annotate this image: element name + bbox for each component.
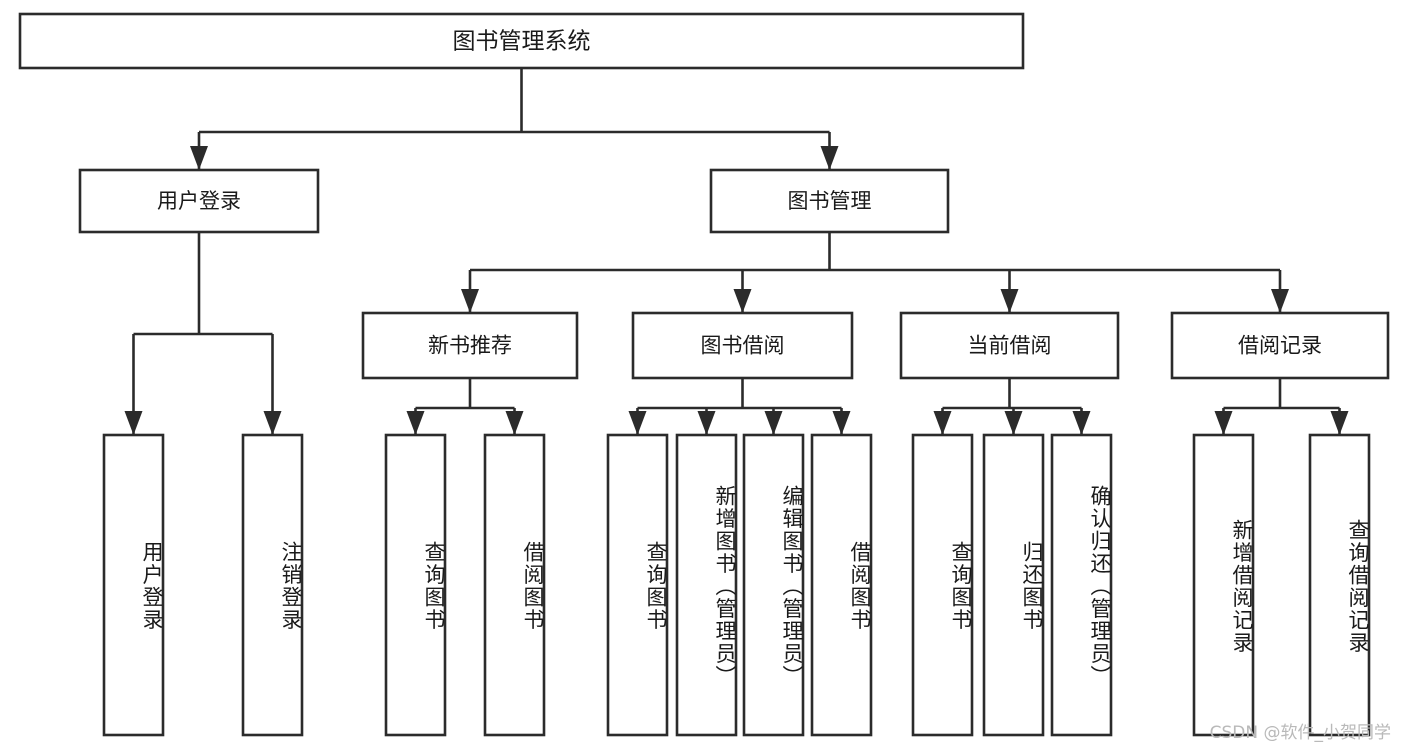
node-box-book-manage[interactable] [709,168,950,234]
arrow-head-icon [733,289,752,313]
node-box-leaf-user-login[interactable] [102,433,165,737]
arrow-head-icon [406,411,425,435]
node-label-borrow-record: 借阅记录 [1238,334,1322,358]
node-label-current-borrow: 当前借阅 [968,334,1052,358]
node-box-leaf-add-book[interactable] [675,433,738,737]
node-box-leaf-query-book-1[interactable] [384,433,447,737]
node-box-current-borrow[interactable] [899,311,1120,380]
node-box-leaf-borrow-book-2[interactable] [810,433,873,737]
node-box-leaf-return-book[interactable] [982,433,1045,737]
arrow-head-icon [190,146,208,170]
node-label-book-manage: 图书管理 [788,189,872,213]
node-label-new-book-recommend: 新书推荐 [428,334,512,358]
arrow-head-icon [1004,411,1023,435]
node-label-book-borrow: 图书借阅 [701,334,785,358]
arrow-head-icon [933,411,952,435]
connector-layer [124,68,1349,435]
arrow-head-icon [1330,411,1349,435]
arrow-head-icon [461,289,479,313]
node-box-leaf-logout[interactable] [241,433,304,737]
arrow-head-icon [1000,289,1019,313]
node-box-leaf-query-record[interactable] [1308,433,1371,737]
node-label-root: 图书管理系统 [453,29,591,55]
arrow-head-icon [124,411,143,435]
arrow-head-icon [1271,289,1289,313]
arrow-head-icon [505,411,524,435]
arrow-head-icon [1214,411,1233,435]
node-box-leaf-edit-book[interactable] [742,433,805,737]
node-box-user-login[interactable] [78,168,320,234]
node-box-leaf-confirm-return[interactable] [1050,433,1113,737]
arrow-head-icon [1072,411,1091,435]
arrow-head-icon [832,411,851,435]
node-box-leaf-query-book-3[interactable] [911,433,974,737]
node-box-leaf-borrow-book-1[interactable] [483,433,546,737]
node-label-user-login: 用户登录 [157,189,241,213]
arrow-head-icon [628,411,647,435]
arrow-head-icon [820,146,839,170]
arrow-head-icon [697,411,716,435]
node-box-leaf-query-book-2[interactable] [606,433,669,737]
arrow-head-icon [764,411,783,435]
node-box-book-borrow[interactable] [631,311,854,380]
node-box-layer [18,12,1390,737]
node-box-root[interactable] [18,12,1025,70]
arrow-head-icon [263,411,282,435]
node-box-leaf-add-record[interactable] [1192,433,1255,737]
node-box-new-book-recommend[interactable] [361,311,579,380]
node-box-borrow-record[interactable] [1170,311,1390,380]
